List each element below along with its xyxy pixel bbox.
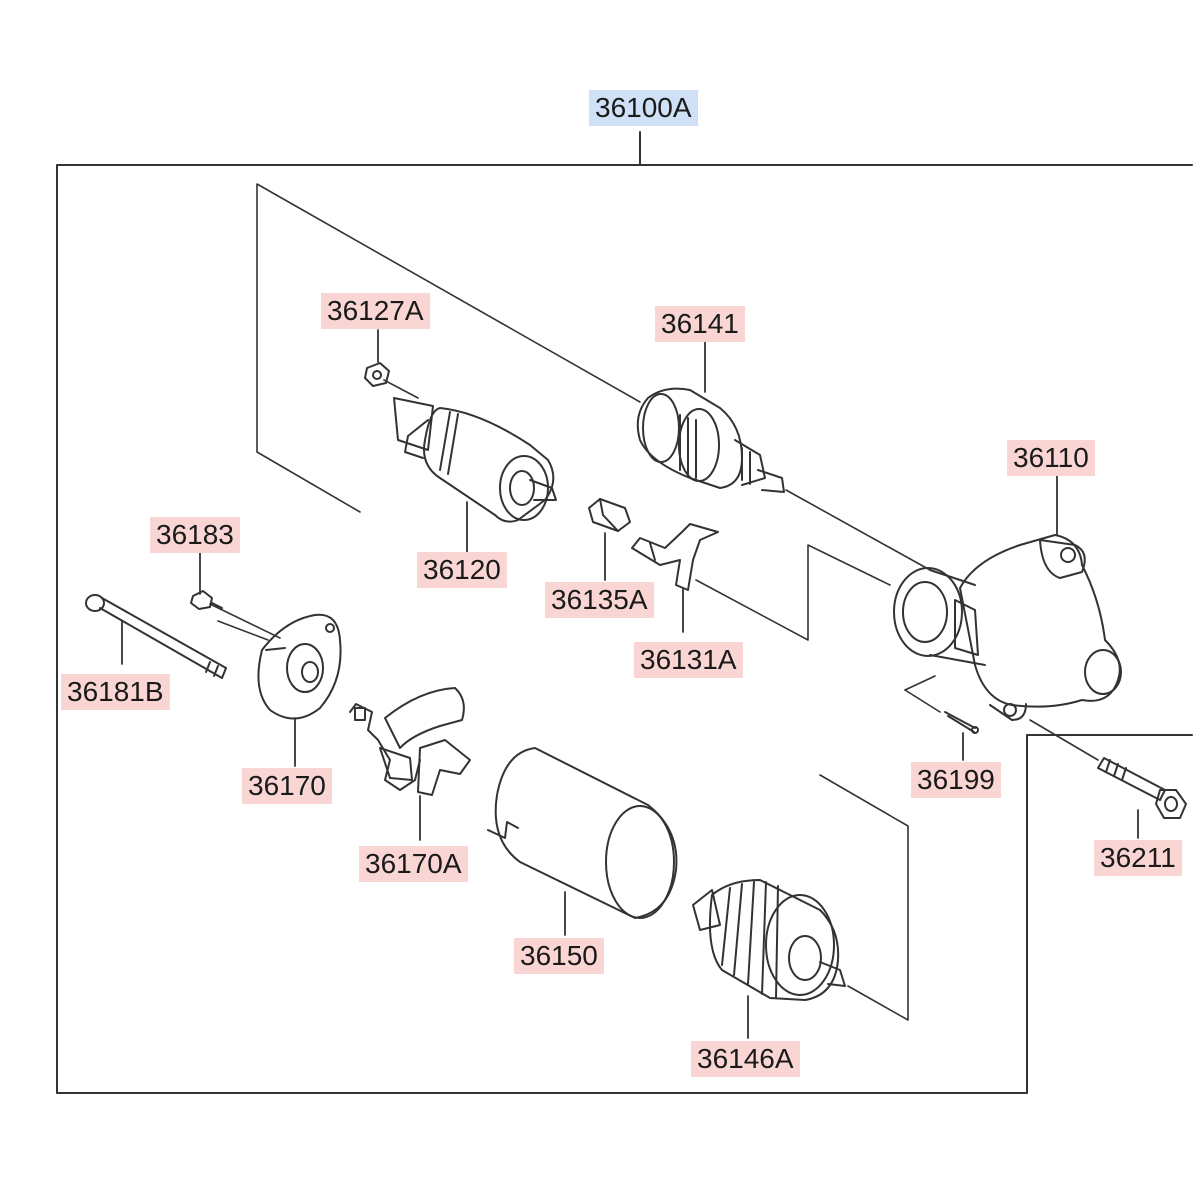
bushing-part-36135A: [588, 498, 631, 532]
part-callout-36120[interactable]: 36120: [417, 552, 507, 588]
part-callout-36131A[interactable]: 36131A: [634, 642, 743, 678]
screw-part-36183: [190, 590, 223, 610]
nut-part-36127A: [364, 362, 390, 387]
leader-lines: [121, 329, 1139, 1039]
front-housing-part-36110: [893, 534, 1122, 721]
rear-cover-part-36170: [257, 613, 342, 720]
part-callout-36127A[interactable]: 36127A: [321, 293, 430, 329]
part-callout-36146A[interactable]: 36146A: [691, 1041, 800, 1077]
through-bolt-part-36181B: [85, 594, 227, 679]
subgroup-guide-lines: [209, 183, 1099, 1021]
part-callout-36211[interactable]: 36211: [1094, 840, 1182, 876]
part-callout-36170[interactable]: 36170: [242, 768, 332, 804]
assembly-number-callout[interactable]: 36100A: [589, 90, 698, 126]
brush-holder-part-36170A: [349, 687, 471, 796]
part-callout-36150[interactable]: 36150: [514, 938, 604, 974]
part-callout-36141[interactable]: 36141: [655, 306, 745, 342]
bolt-part-36211: [1097, 757, 1187, 819]
part-callout-36199[interactable]: 36199: [911, 762, 1001, 798]
part-callout-36181B[interactable]: 36181B: [61, 674, 170, 710]
part-callout-36170A[interactable]: 36170A: [359, 846, 468, 882]
pin-part-36199: [944, 711, 979, 734]
part-callout-36110[interactable]: 36110: [1007, 440, 1095, 476]
drive-clutch-part-36141: [636, 387, 785, 493]
solenoid-part-36120: [393, 397, 557, 523]
lever-part-36131A: [631, 523, 719, 591]
yoke-part-36150: [487, 747, 678, 919]
armature-part-36146A: [692, 879, 846, 1001]
part-callout-36183[interactable]: 36183: [150, 517, 240, 553]
part-callout-36135A[interactable]: 36135A: [545, 582, 654, 618]
